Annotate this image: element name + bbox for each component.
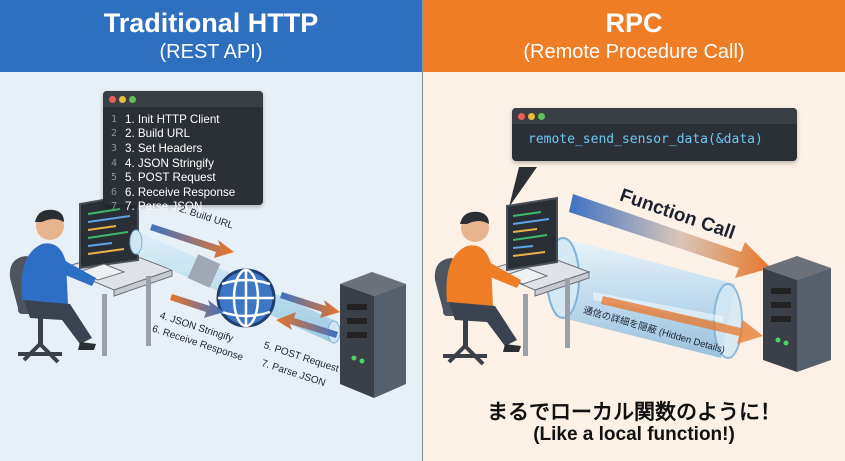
rest-illustration <box>9 192 406 398</box>
right-subtitle: (Remote Procedure Call) <box>523 41 745 63</box>
minimize-dot-icon <box>119 96 126 103</box>
function-call-arrow <box>569 194 771 278</box>
bottom-caption-en: (Like a local function!) <box>533 424 735 445</box>
rpc-code-line: remote_send_sensor_data(&data) <box>528 132 763 147</box>
rpc-illustration <box>434 167 831 372</box>
window-titlebar <box>512 108 797 124</box>
developer-person-icon <box>446 211 521 352</box>
bottom-caption-jp: まるでローカル関数のように！ <box>487 401 781 424</box>
server-icon <box>763 256 831 372</box>
step-arrows <box>150 224 340 338</box>
right-panel-rpc: RPC (Remote Procedure Call) <box>423 0 845 461</box>
left-subtitle: (REST API) <box>159 41 263 63</box>
monitor-icon <box>506 196 558 272</box>
right-header: RPC (Remote Procedure Call) <box>423 0 845 72</box>
inner-arrow <box>601 296 763 344</box>
server-icon <box>340 272 406 398</box>
monitor-icon <box>79 192 139 274</box>
maximize-dot-icon <box>538 113 545 120</box>
rpc-code-window: remote_send_sensor_data(&data) <box>512 108 797 161</box>
right-title: RPC <box>605 8 663 38</box>
close-dot-icon <box>109 96 116 103</box>
left-header: Traditional HTTP (REST API) <box>0 0 422 72</box>
bubble-tail <box>509 167 537 207</box>
close-dot-icon <box>518 113 525 120</box>
panel-divider <box>422 0 423 461</box>
developer-person-icon <box>21 209 96 350</box>
maximize-dot-icon <box>129 96 136 103</box>
left-panel-rest: Traditional HTTP (REST API) <box>0 0 422 461</box>
minimize-dot-icon <box>528 113 535 120</box>
left-title: Traditional HTTP <box>103 8 319 38</box>
globe-icon <box>216 268 276 328</box>
window-titlebar <box>103 91 263 107</box>
